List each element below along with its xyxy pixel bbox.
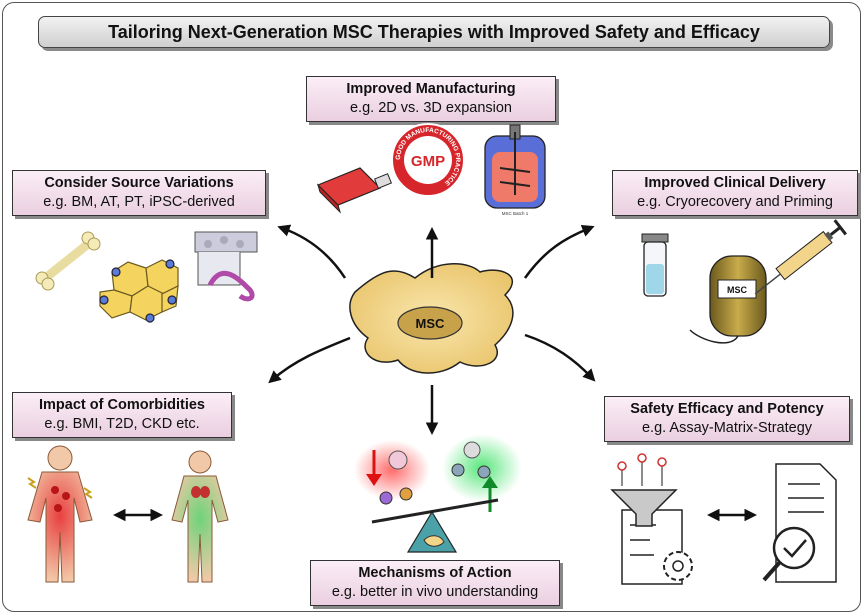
infusion-bag-icon: MSC [689, 255, 767, 344]
arrow-lower-left [268, 336, 351, 384]
arrow-upper-left [277, 224, 347, 279]
box-delivery-sub: e.g. Cryorecovery and Priming [637, 194, 833, 210]
checklist-magnifier-icon [762, 463, 837, 583]
bag-label: MSC [727, 285, 748, 295]
page-title: Tailoring Next-Generation MSC Therapies … [108, 21, 760, 42]
box-safety-heading: Safety Efficacy and Potency [630, 401, 824, 417]
box-delivery-heading: Improved Clinical Delivery [644, 175, 826, 191]
placenta-tissue-icon [194, 231, 258, 302]
box-manufacturing-sub: e.g. 2D vs. 3D expansion [349, 100, 512, 116]
box-safety-sub: e.g. Assay-Matrix-Strategy [641, 420, 813, 436]
box-manufacturing: Improved Manufacturing e.g. 2D vs. 3D ex… [306, 76, 556, 122]
box-source-sub: e.g. BM, AT, PT, iPSC-derived [43, 194, 235, 210]
cryovial-icon [641, 233, 669, 297]
body-healthy-icon [171, 450, 229, 583]
adipose-cells-icon [99, 259, 179, 323]
box-comorbidities: Impact of Comorbidities e.g. BMI, T2D, C… [12, 392, 232, 438]
msc-cell [349, 263, 514, 374]
box-source-heading: Consider Source Variations [44, 175, 234, 191]
body-inflamed-icon [27, 445, 93, 583]
arrow-upper-right [523, 224, 595, 279]
connector-arrows [113, 224, 757, 522]
assay-funnel-icon [610, 453, 693, 585]
box-mechanisms: Mechanisms of Action e.g. better in vivo… [310, 560, 560, 606]
box-safety: Safety Efficacy and Potency e.g. Assay-M… [604, 396, 850, 442]
bioreactor-icon: MSC Batch 1 [484, 124, 546, 216]
box-mechanisms-heading: Mechanisms of Action [358, 565, 512, 581]
box-manufacturing-heading: Improved Manufacturing [346, 81, 516, 97]
title-banner: Tailoring Next-Generation MSC Therapies … [38, 16, 830, 48]
box-comorbidities-sub: e.g. BMI, T2D, CKD etc. [44, 416, 200, 432]
box-source: Consider Source Variations e.g. BM, AT, … [12, 170, 266, 216]
arrow-lower-right [524, 333, 596, 382]
msc-center-label: MSC [416, 316, 446, 331]
gmp-seal-icon: GMP GOOD MANUFACTURING PRACTICE [391, 123, 465, 197]
box-delivery: Improved Clinical Delivery e.g. Cryoreco… [612, 170, 858, 216]
syringe-icon [754, 219, 847, 295]
box-comorbidities-heading: Impact of Comorbidities [39, 397, 205, 413]
balance-scale-icon [354, 434, 522, 553]
box-mechanisms-sub: e.g. better in vivo understanding [331, 584, 539, 600]
culture-flask-icon [316, 167, 393, 214]
bioreactor-label: MSC Batch 1 [502, 211, 529, 216]
gmp-seal-text: GMP [411, 153, 445, 170]
bone-icon [35, 231, 101, 291]
